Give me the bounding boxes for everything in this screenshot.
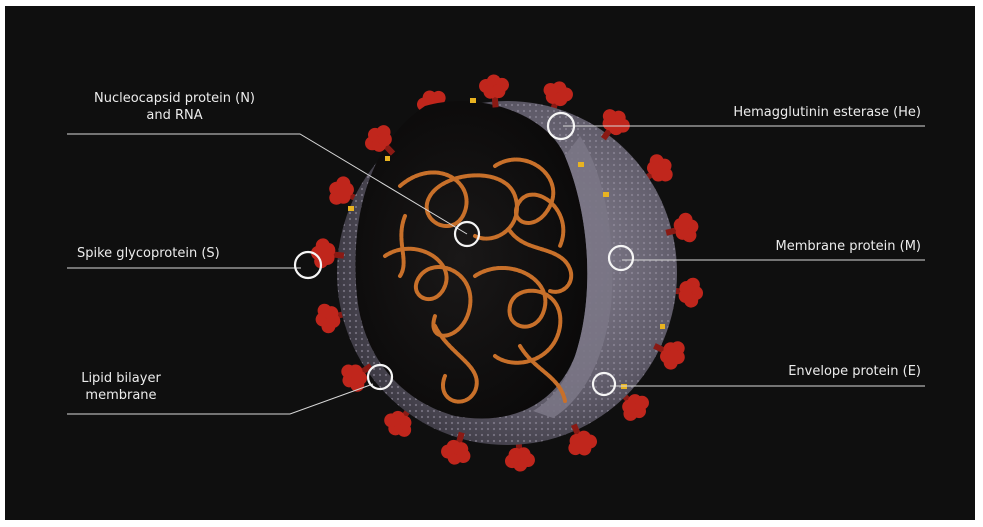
label-nucleocapsid-line2: and RNA xyxy=(67,107,282,124)
label-lipid-line1: Lipid bilayer xyxy=(71,370,171,387)
label-hemagglutinin: Hemagglutinin esterase (He) xyxy=(733,104,921,121)
label-spike: Spike glycoprotein (S) xyxy=(77,245,220,262)
diagram-canvas: Nucleocapsid protein (N) and RNA Spike g… xyxy=(5,6,975,520)
label-nucleocapsid-line1: Nucleocapsid protein (N) xyxy=(67,90,282,107)
label-nucleocapsid: Nucleocapsid protein (N) and RNA xyxy=(67,90,282,124)
label-envelope: Envelope protein (E) xyxy=(788,363,921,380)
cutaway-interior xyxy=(355,101,612,418)
label-lipid-line2: membrane xyxy=(71,387,171,404)
virus-illustration xyxy=(5,6,975,520)
label-lipid: Lipid bilayer membrane xyxy=(71,370,171,404)
label-membrane-protein: Membrane protein (M) xyxy=(775,238,921,255)
